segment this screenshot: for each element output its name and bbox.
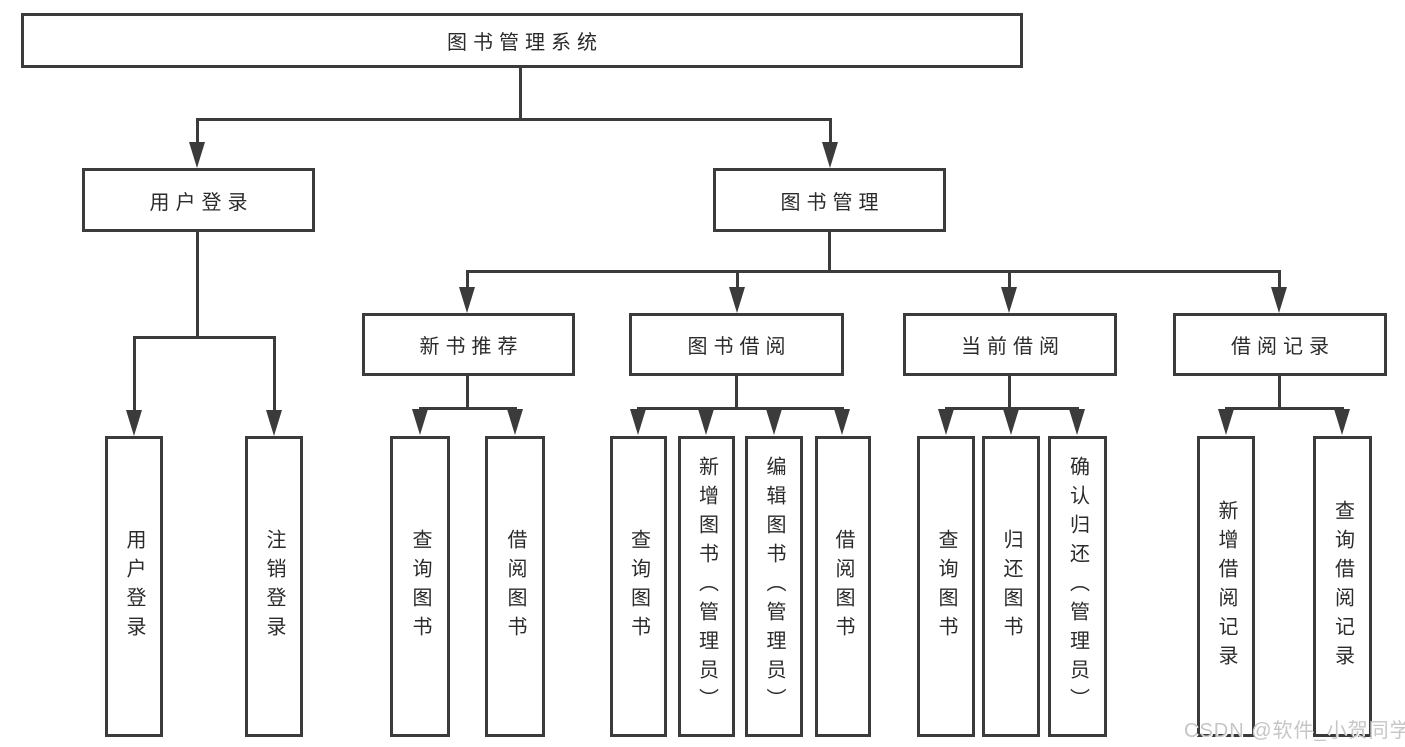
arrowhead-down-icon bbox=[630, 409, 646, 435]
arrowhead-down-icon bbox=[1003, 409, 1019, 435]
arrowhead-down-icon bbox=[822, 142, 838, 168]
node-book-borrowing: 图书借阅 bbox=[629, 313, 844, 376]
arrowhead-down-icon bbox=[507, 409, 523, 435]
node-current-borrowing: 当前借阅 bbox=[903, 313, 1117, 376]
connector-hline bbox=[637, 407, 844, 410]
connector-hline bbox=[466, 270, 1281, 273]
connector-vline bbox=[196, 232, 199, 336]
connector-vline bbox=[133, 336, 136, 416]
connector-vline bbox=[828, 232, 831, 270]
leaf-query-books-1: 查询图书 bbox=[390, 436, 450, 737]
arrowhead-down-icon bbox=[938, 409, 954, 435]
arrowhead-down-icon bbox=[1069, 409, 1085, 435]
connector-vline bbox=[1008, 376, 1011, 407]
connector-vline bbox=[519, 68, 522, 118]
connector-hline bbox=[419, 407, 517, 410]
connector-vline bbox=[1008, 270, 1011, 290]
arrowhead-down-icon bbox=[1001, 287, 1017, 313]
connector-hline bbox=[196, 118, 832, 121]
leaf-query-borrow-record: 查询借阅记录 bbox=[1313, 436, 1372, 737]
node-new-book-recommendation: 新书推荐 bbox=[362, 313, 575, 376]
connector-vline bbox=[466, 376, 469, 407]
connector-vline bbox=[196, 118, 199, 146]
leaf-edit-books-admin: 编辑图书（管理员） bbox=[745, 436, 803, 737]
leaf-query-books-2: 查询图书 bbox=[610, 436, 667, 737]
arrowhead-down-icon bbox=[189, 142, 205, 168]
leaf-return-books: 归还图书 bbox=[982, 436, 1040, 737]
node-root: 图书管理系统 bbox=[21, 13, 1023, 68]
leaf-borrow-books-1: 借阅图书 bbox=[485, 436, 545, 737]
arrowhead-down-icon bbox=[126, 410, 142, 436]
connector-vline bbox=[466, 270, 469, 290]
arrowhead-down-icon bbox=[834, 409, 850, 435]
arrowhead-down-icon bbox=[1334, 409, 1350, 435]
connector-hline bbox=[945, 407, 1079, 410]
connector-vline bbox=[1278, 376, 1281, 407]
arrowhead-down-icon bbox=[412, 409, 428, 435]
leaf-confirm-return-admin: 确认归还（管理员） bbox=[1048, 436, 1107, 737]
arrowhead-down-icon bbox=[459, 287, 475, 313]
leaf-borrow-books-2: 借阅图书 bbox=[815, 436, 871, 737]
leaf-add-books-admin: 新增图书（管理员） bbox=[678, 436, 735, 737]
connector-vline bbox=[273, 336, 276, 416]
leaf-query-books-3: 查询图书 bbox=[917, 436, 975, 737]
leaf-user-login: 用户登录 bbox=[105, 436, 163, 737]
node-user-login: 用户登录 bbox=[82, 168, 315, 232]
connector-vline bbox=[1278, 270, 1281, 290]
arrowhead-down-icon bbox=[766, 409, 782, 435]
connector-hline bbox=[1225, 407, 1344, 410]
leaf-logout: 注销登录 bbox=[245, 436, 303, 737]
node-book-management: 图书管理 bbox=[713, 168, 946, 232]
connector-hline bbox=[133, 336, 276, 339]
connector-vline bbox=[829, 118, 832, 146]
leaf-add-borrow-record: 新增借阅记录 bbox=[1197, 436, 1255, 737]
arrowhead-down-icon bbox=[1218, 409, 1234, 435]
arrowhead-down-icon bbox=[729, 287, 745, 313]
arrowhead-down-icon bbox=[698, 409, 714, 435]
connector-vline bbox=[736, 270, 739, 290]
arrowhead-down-icon bbox=[266, 410, 282, 436]
node-borrowing-records: 借阅记录 bbox=[1173, 313, 1387, 376]
connector-vline bbox=[735, 376, 738, 407]
arrowhead-down-icon bbox=[1271, 287, 1287, 313]
csdn-watermark: CSDN @软件_小贺同学 bbox=[1184, 720, 1405, 742]
